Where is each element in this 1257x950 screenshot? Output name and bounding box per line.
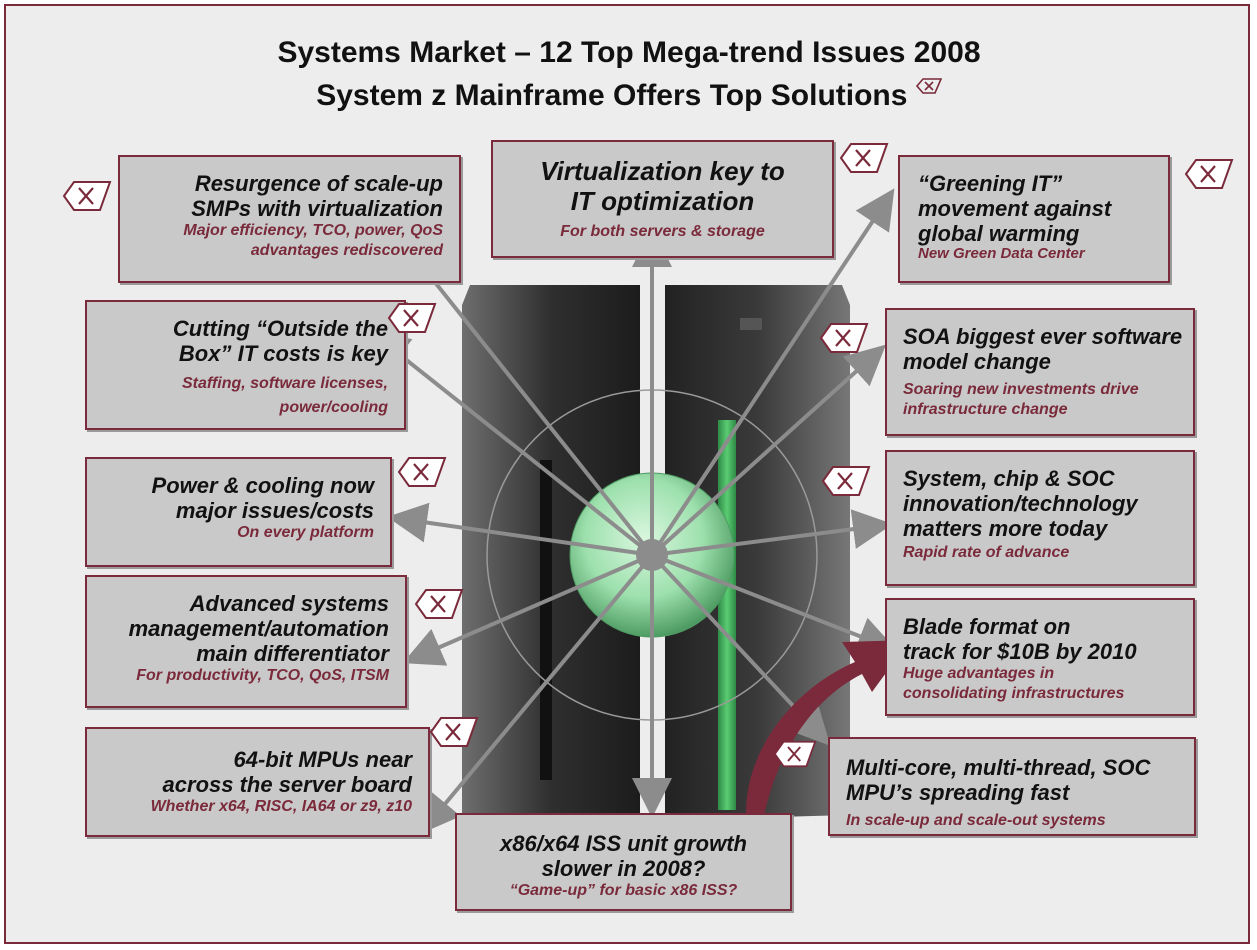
- x-tag-icon: [62, 181, 112, 211]
- card-resurgence: Resurgence of scale-up SMPs with virtual…: [118, 155, 461, 283]
- card-heading: Cutting “Outside the Box” IT costs is ke…: [172, 316, 388, 366]
- slide-subtitle: System z Mainframe Offers Top Solutions: [6, 78, 1252, 113]
- card-heading: Advanced systems management/automation m…: [128, 591, 389, 666]
- x-tag-icon: [915, 78, 942, 94]
- card-heading: Power & cooling now major issues/costs: [151, 473, 374, 523]
- subtitle-text: System z Mainframe Offers Top Solutions: [316, 79, 908, 112]
- x-tag-icon: [414, 589, 464, 619]
- x-tag-icon: [773, 740, 817, 768]
- card-soa: SOA biggest ever software model change S…: [885, 308, 1195, 436]
- card-sub: New Green Data Center: [918, 245, 1085, 262]
- x-tag-icon: [429, 717, 479, 747]
- slide-title: Systems Market – 12 Top Mega-trend Issue…: [277, 36, 981, 69]
- x-tag-icon: [819, 323, 869, 353]
- card-multicore: Multi-core, multi-thread, SOC MPU’s spre…: [828, 737, 1196, 836]
- x-tag-icon: [839, 143, 889, 173]
- card-virtualization: Virtualization key to IT optimization Fo…: [491, 140, 834, 258]
- card-heading: Resurgence of scale-up SMPs with virtual…: [191, 171, 443, 221]
- card-sub: Soaring new investments drive infrastruc…: [903, 381, 1139, 418]
- card-heading: 64-bit MPUs near across the server board: [162, 747, 412, 797]
- x-tag-icon: [387, 303, 437, 333]
- card-heading: Virtualization key to IT optimization: [540, 156, 785, 216]
- x-tag-icon: [1184, 159, 1234, 189]
- x-tag-icon: [821, 466, 871, 496]
- card-sub: On every platform: [237, 524, 374, 541]
- card-sub: Rapid rate of advance: [903, 544, 1070, 561]
- card-heading: SOA biggest ever software model change: [903, 324, 1183, 374]
- card-sub: For productivity, TCO, QoS, ITSM: [136, 667, 389, 684]
- card-heading: “Greening IT” movement against global wa…: [918, 171, 1112, 246]
- card-chip: System, chip & SOC innovation/technology…: [885, 450, 1195, 586]
- card-sub: For both servers & storage: [560, 223, 765, 240]
- x-tag-icon: [397, 457, 447, 487]
- card-sub: Major efficiency, TCO, power, QoS advant…: [183, 222, 443, 259]
- card-sub: In scale-up and scale-out systems: [846, 812, 1106, 829]
- card-64bit: 64-bit MPUs near across the server board…: [85, 727, 430, 837]
- hub-center: [636, 539, 668, 571]
- card-sub: Whether x64, RISC, IA64 or z9, z10: [150, 798, 412, 815]
- card-cutting: Cutting “Outside the Box” IT costs is ke…: [85, 300, 406, 430]
- card-heading: Blade format on track for $10B by 2010: [903, 614, 1137, 664]
- card-heading: System, chip & SOC innovation/technology…: [903, 466, 1138, 541]
- card-blade: Blade format on track for $10B by 2010 H…: [885, 598, 1195, 716]
- card-sub: “Game-up” for basic x86 ISS?: [509, 882, 738, 899]
- card-heading: x86/x64 ISS unit growth slower in 2008?: [500, 831, 747, 881]
- card-heading: Multi-core, multi-thread, SOC MPU’s spre…: [846, 755, 1151, 805]
- card-sub: Staffing, software licenses, power/cooli…: [182, 375, 388, 416]
- card-x86: x86/x64 ISS unit growth slower in 2008? …: [455, 813, 792, 911]
- card-greening: “Greening IT” movement against global wa…: [898, 155, 1170, 283]
- card-advanced: Advanced systems management/automation m…: [85, 575, 407, 708]
- card-sub: Huge advantages in consolidating infrast…: [903, 665, 1125, 702]
- card-power: Power & cooling now major issues/costs O…: [85, 457, 392, 567]
- rays: [368, 188, 898, 835]
